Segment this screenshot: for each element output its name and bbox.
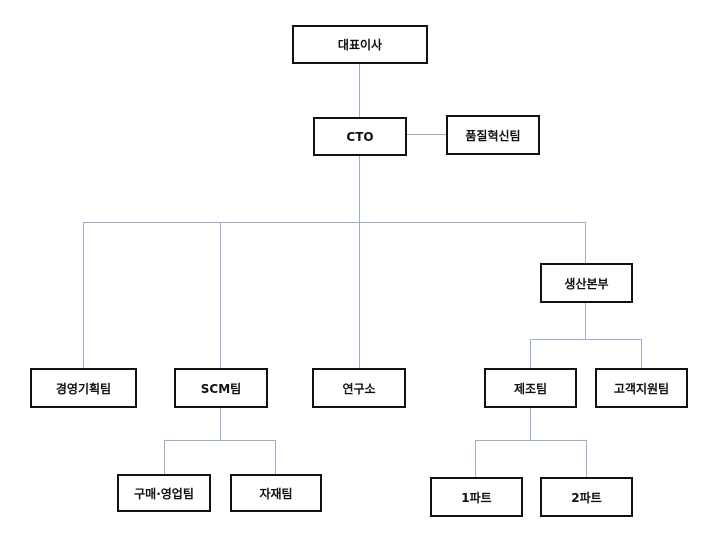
connector-production-down xyxy=(585,302,586,339)
mgmt-planning-team-box: 경영기획팀 xyxy=(30,368,137,408)
connector-production-horizontal xyxy=(530,339,642,340)
connector-to-research xyxy=(359,222,360,369)
manufacturing-team-box: 제조팀 xyxy=(484,368,577,408)
connector-to-mgmt xyxy=(83,222,84,369)
connector-manufacturing-horizontal xyxy=(475,440,587,441)
purchase-sales-team-box: 구매·영업팀 xyxy=(117,474,211,512)
ceo-box: 대표이사 xyxy=(292,25,428,64)
connector-ceo-cto xyxy=(359,63,360,120)
cto-box: CTO xyxy=(313,117,407,156)
research-lab-box: 연구소 xyxy=(312,368,406,408)
part1-box: 1파트 xyxy=(430,477,523,517)
materials-team-box: 자재팀 xyxy=(230,474,322,512)
connector-to-part1 xyxy=(475,440,476,477)
connector-manufacturing-down xyxy=(530,407,531,440)
connector-to-part2 xyxy=(586,440,587,477)
connector-to-scm xyxy=(220,222,221,369)
connector-scm-down xyxy=(220,407,221,440)
quality-team-box: 품질혁신팀 xyxy=(446,115,540,155)
connector-scm-horizontal xyxy=(164,440,276,441)
connector-to-purchase-sales xyxy=(164,440,165,475)
connector-to-production xyxy=(585,222,586,264)
connector-to-customer-support xyxy=(641,339,642,369)
part2-box: 2파트 xyxy=(540,477,633,517)
production-hq-box: 생산본부 xyxy=(540,263,633,303)
scm-team-box: SCM팀 xyxy=(174,368,268,408)
connector-cto-quality xyxy=(406,134,448,135)
connector-to-manufacturing xyxy=(530,339,531,369)
connector-to-materials xyxy=(275,440,276,475)
connector-main-horizontal xyxy=(83,222,586,223)
customer-support-team-box: 고객지원팀 xyxy=(595,368,688,408)
connector-cto-trunk xyxy=(359,155,360,222)
